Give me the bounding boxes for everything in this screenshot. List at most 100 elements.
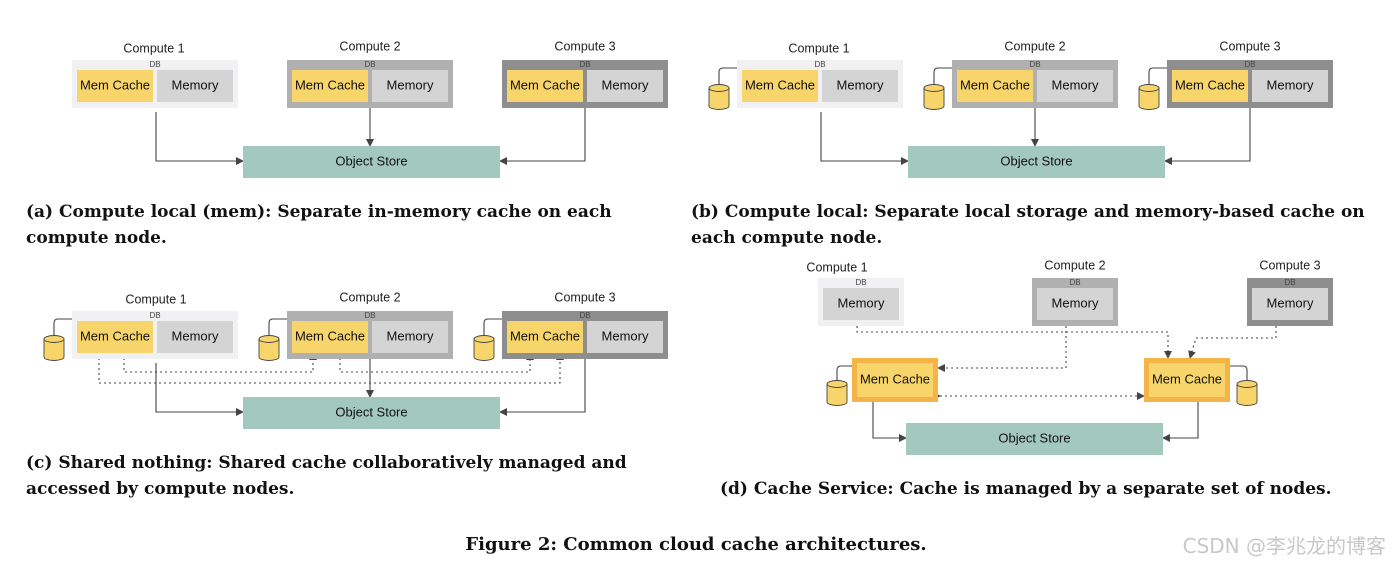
d-local-disk-icon-1 <box>826 380 848 406</box>
memory-label: Memory <box>1052 295 1099 310</box>
mem-cache-box <box>507 70 583 102</box>
memory-label: Memory <box>172 328 219 343</box>
memory-label: Memory <box>837 77 884 92</box>
db-label: DB <box>814 60 825 69</box>
c-connector-1 <box>155 363 244 416</box>
d-local-disk-icon-2 <box>1236 380 1258 406</box>
mem-cache-box <box>507 321 583 353</box>
mem-cache-box <box>77 70 153 102</box>
compute-node-label: Compute 1 <box>123 41 184 55</box>
memory-box <box>157 321 233 353</box>
d-cache-service-label: Mem Cache <box>1152 371 1222 386</box>
b-disk-connector-2 <box>933 67 952 84</box>
c-connector-3 <box>499 359 586 416</box>
object-store-label: Object Store <box>335 153 407 168</box>
c-local-disk-icon-1 <box>43 335 65 361</box>
memory-box <box>587 321 663 353</box>
caption-d: (d) Cache Service: Cache is managed by a… <box>720 479 1332 499</box>
compute-node-label: Compute 1 <box>125 292 186 306</box>
mem-cache-label: Mem Cache <box>960 77 1030 92</box>
mem-cache-label: Mem Cache <box>1175 77 1245 92</box>
compute-node-label: Compute 2 <box>339 39 400 53</box>
watermark: CSDN @李兆龙的博客 <box>1182 534 1386 558</box>
d-dotted-2-to-cache1 <box>937 326 1067 372</box>
memory-label: Memory <box>387 328 434 343</box>
compute-node-label: Compute 2 <box>1004 39 1065 53</box>
b-local-disk-icon-1 <box>708 84 730 110</box>
memory-label: Memory <box>1267 77 1314 92</box>
memory-label: Memory <box>1267 295 1314 310</box>
a-connector-1 <box>155 112 244 165</box>
memory-label: Memory <box>602 77 649 92</box>
c-object-store <box>243 397 500 429</box>
mem-cache-box <box>957 70 1033 102</box>
c-disk-connector-1 <box>53 318 72 335</box>
d-disk-connector-1 <box>836 365 852 380</box>
d-compute-node-2: Compute 2 DB Memory <box>1032 258 1118 326</box>
a-connector-3 <box>499 108 586 165</box>
b-disk-connector-3 <box>1148 67 1167 84</box>
mem-cache-box <box>292 70 368 102</box>
memory-box <box>1252 288 1328 320</box>
mem-cache-box <box>77 321 153 353</box>
d-disk-connector-2 <box>1230 365 1248 380</box>
memory-label: Memory <box>172 77 219 92</box>
memory-box <box>587 70 663 102</box>
db-label: DB <box>364 311 375 320</box>
b-local-disk-icon-3 <box>1138 84 1160 110</box>
b-disk-connector-1 <box>718 67 737 84</box>
memory-box <box>1037 70 1113 102</box>
db-label: DB <box>364 60 375 69</box>
object-store-label: Object Store <box>1000 153 1072 168</box>
object-store-label: Object Store <box>335 404 407 419</box>
mem-cache-label: Mem Cache <box>80 328 150 343</box>
d-dotted-3-to-cache2 <box>1188 326 1277 359</box>
mem-cache-label: Mem Cache <box>510 328 580 343</box>
memory-label: Memory <box>387 77 434 92</box>
compute-node-label: Compute 3 <box>1259 258 1320 272</box>
memory-box <box>822 70 898 102</box>
db-label: DB <box>1029 60 1040 69</box>
compute-node-label: Compute 1 <box>788 41 849 55</box>
c-local-disk-icon-3 <box>473 335 495 361</box>
mem-cache-box <box>1172 70 1248 102</box>
caption-c: (c) Shared nothing: Shared cache collabo… <box>26 453 627 499</box>
memory-label: Memory <box>838 295 885 310</box>
d-dotted-1-to-cache2 <box>856 326 1172 359</box>
db-label: DB <box>855 278 866 287</box>
compute-node-label: Compute 3 <box>554 39 615 53</box>
memory-box <box>1037 288 1113 320</box>
memory-box <box>372 70 448 102</box>
b-compute-node-2: Compute 2 DB Mem Cache Memory <box>952 39 1118 108</box>
mem-cache-label: Mem Cache <box>295 77 365 92</box>
mem-cache-label: Mem Cache <box>80 77 150 92</box>
db-label: DB <box>149 311 160 320</box>
memory-box <box>823 288 899 320</box>
b-connector-3 <box>1164 108 1251 165</box>
compute-node-label: Compute 2 <box>1044 258 1105 272</box>
db-label: DB <box>1284 278 1295 287</box>
c-shared-path-outer <box>95 346 564 384</box>
c-disk-connector-3 <box>483 318 502 335</box>
memory-label: Memory <box>1052 77 1099 92</box>
d-cache-service-inner <box>1149 363 1225 397</box>
compute-node-label: Compute 3 <box>1219 39 1280 53</box>
memory-box <box>157 70 233 102</box>
memory-label: Memory <box>602 328 649 343</box>
c-local-disk-icon-2 <box>258 335 280 361</box>
memory-box <box>372 321 448 353</box>
db-label: DB <box>579 311 590 320</box>
b-local-disk-icon-2 <box>923 84 945 110</box>
connector-layer <box>53 67 1277 442</box>
db-label: DB <box>1069 278 1080 287</box>
d-cache-service-label: Mem Cache <box>860 371 930 386</box>
mem-cache-label: Mem Cache <box>510 77 580 92</box>
a-object-store <box>243 146 500 178</box>
d-cache-service-inner <box>857 363 933 397</box>
